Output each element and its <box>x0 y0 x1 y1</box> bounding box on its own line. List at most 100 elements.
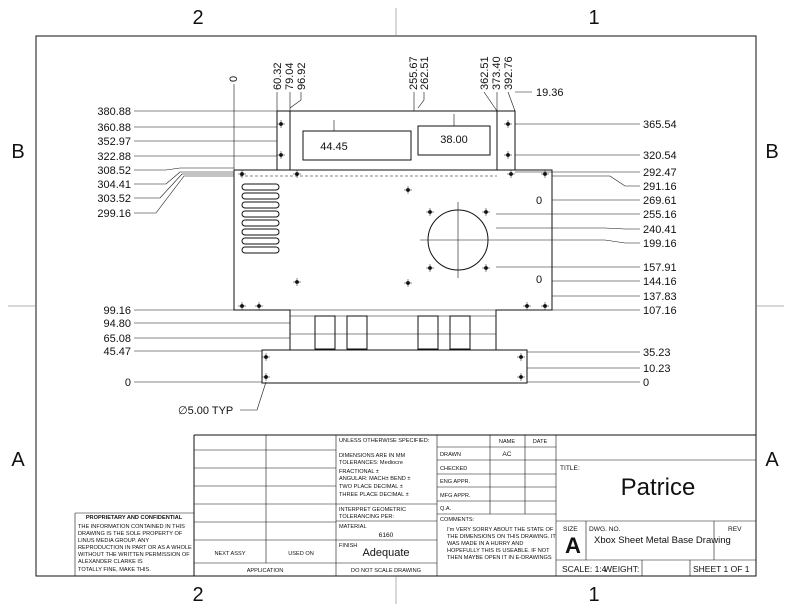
dwg-value: Xbox Sheet Metal Base Drawing <box>594 535 731 546</box>
tol-header: UNLESS OTHERWISE SPECIFIED: <box>339 438 430 444</box>
weight: WEIGHT: <box>604 564 639 574</box>
row-drawn: DRAWN <box>440 452 461 458</box>
tol-line-6: THREE PLACE DECIMAL ± <box>339 492 409 498</box>
material-value: 6160 <box>379 532 394 539</box>
dim-top-4: 255.67 <box>408 56 420 90</box>
hole-crosshair <box>277 151 285 159</box>
zone-bottom-2: 2 <box>192 584 203 606</box>
hole-crosshair <box>504 151 512 159</box>
lower-cutouts <box>314 315 471 350</box>
application: APPLICATION <box>247 568 284 574</box>
dim-left-13: 0 <box>125 377 131 389</box>
dim-right-11: 137.83 <box>643 291 677 303</box>
left-leaders <box>134 110 290 383</box>
comment-2: THE DIMENSIONS ON THIS DRAWING. IT <box>447 534 556 540</box>
dim-right-13: 35.23 <box>643 347 671 359</box>
tol-line-3: FRACTIONAL ± <box>339 469 379 475</box>
comment-3: WAS MADE IN A HURRY AND <box>447 541 523 547</box>
hole-crosshair <box>426 264 434 272</box>
prop-line-7: TOTALLY FINE, MAKE THIS. <box>78 567 151 573</box>
dim-right-5: 269.61 <box>643 195 677 207</box>
next-assy: NEXT ASSY <box>215 551 246 557</box>
dim-top-6: 362.51 <box>479 56 491 90</box>
hole-crosshair <box>238 302 246 310</box>
hole-crosshair <box>404 279 412 287</box>
left-dims: 380.88 360.88 352.97 322.88 308.52 304.4… <box>97 106 131 389</box>
material-label: MATERIAL <box>339 524 367 530</box>
dim-right-12: 107.16 <box>643 305 677 317</box>
dim-top-1: 60.32 <box>272 62 284 90</box>
hole-crosshair <box>541 302 549 310</box>
scale: SCALE: 1:4 <box>562 564 607 574</box>
hole-crosshair <box>262 353 270 361</box>
title-value: Patrice <box>621 474 696 501</box>
dim-left-4: 322.88 <box>97 151 131 163</box>
hole-crosshair <box>293 278 301 286</box>
prop-line-5: WITHOUT THE WRITTEN PERMISSION OF <box>78 552 190 558</box>
hole-crosshair <box>523 302 531 310</box>
dim-left-9: 99.16 <box>103 305 131 317</box>
dim-right-7: 240.41 <box>643 224 677 236</box>
hole-crosshair <box>482 264 490 272</box>
used-on: USED ON <box>288 551 314 557</box>
top-dims: 0 60.32 79.04 96.92 255.67 262.51 362.51… <box>228 56 564 99</box>
prop-box <box>74 512 194 576</box>
date-header: DATE <box>533 439 548 445</box>
hole-callout: ∅5.00 TYP <box>178 405 233 417</box>
dim-right-6: 255.16 <box>643 209 677 221</box>
zone-top-2: 2 <box>192 7 203 29</box>
row-mfg: MFG APPR. <box>440 493 471 499</box>
dim-top-3: 96.92 <box>296 62 308 90</box>
zone-bottom-1: 1 <box>588 584 599 606</box>
size-label: SIZE <box>563 526 578 533</box>
dim-right-1: 365.54 <box>643 119 677 131</box>
dim-right-9: 157.91 <box>643 262 677 274</box>
part-outline <box>233 110 553 384</box>
zone-left-a: A <box>11 449 25 471</box>
hole-crosshair <box>277 120 285 128</box>
hole-crosshair <box>426 208 434 216</box>
row-eng: ENG APPR. <box>440 479 471 485</box>
comments-label: COMMENTS: <box>440 517 475 523</box>
hole-crosshair <box>482 208 490 216</box>
hole-crosshair <box>404 186 412 194</box>
dim-top-offset: 19.36 <box>536 87 564 99</box>
prop-line-6: ALEXANDER CLARKE IS <box>78 559 143 565</box>
hole-crosshair <box>293 170 301 178</box>
dim-right-2: 320.54 <box>643 150 677 162</box>
dim-right-14: 10.23 <box>643 363 671 375</box>
title-label: TITLE: <box>560 465 580 472</box>
right-leaders <box>496 123 640 383</box>
finish-label: FINISH <box>339 543 357 549</box>
top-leaders <box>233 84 532 170</box>
dim-left-12: 45.47 <box>103 346 131 358</box>
hole-crosshair <box>507 170 515 178</box>
hole-callout-leader <box>240 381 267 411</box>
comment-1: I'm VERY SORRY ABOUT THE STATE OF <box>447 527 554 533</box>
dim-top-8: 392.76 <box>503 56 515 90</box>
dim-inner-zero-1: 0 <box>536 195 542 207</box>
title-block <box>193 434 756 576</box>
dim-left-11: 65.08 <box>103 333 131 345</box>
zone-top-1: 1 <box>588 7 599 29</box>
comment-4: HOPEFULLY THIS IS USEABLE. IF NOT <box>447 548 550 554</box>
hole-crosshair <box>238 170 246 178</box>
dim-right-8: 199.16 <box>643 238 677 250</box>
dim-top-7: 373.40 <box>491 56 503 90</box>
tol-line-1: DIMENSIONS ARE IN MM <box>339 453 406 459</box>
name-header: NAME <box>499 439 515 445</box>
hole-crosshair <box>517 353 525 361</box>
hole-crosshair <box>262 373 270 381</box>
hole-crosshair <box>504 120 512 128</box>
dim-top-2: 79.04 <box>284 62 296 90</box>
tol-line-5: TWO PLACE DECIMAL ± <box>339 484 403 490</box>
tol-line-2: TOLERANCES: Mediocre <box>339 460 403 466</box>
dwg-label: DWG. NO. <box>589 526 621 533</box>
dim-38: 38.00 <box>440 134 468 146</box>
dim-right-10: 144.16 <box>643 276 677 288</box>
dim-inner-zero-2: 0 <box>536 274 542 286</box>
geo-tol-1: INTERPRET GEOMETRIC <box>339 507 406 513</box>
prop-line-4: REPRODUCTION IN PART OR AS A WHOLE <box>78 545 192 551</box>
row-checked: CHECKED <box>440 466 467 472</box>
zone-ticks <box>8 8 784 604</box>
